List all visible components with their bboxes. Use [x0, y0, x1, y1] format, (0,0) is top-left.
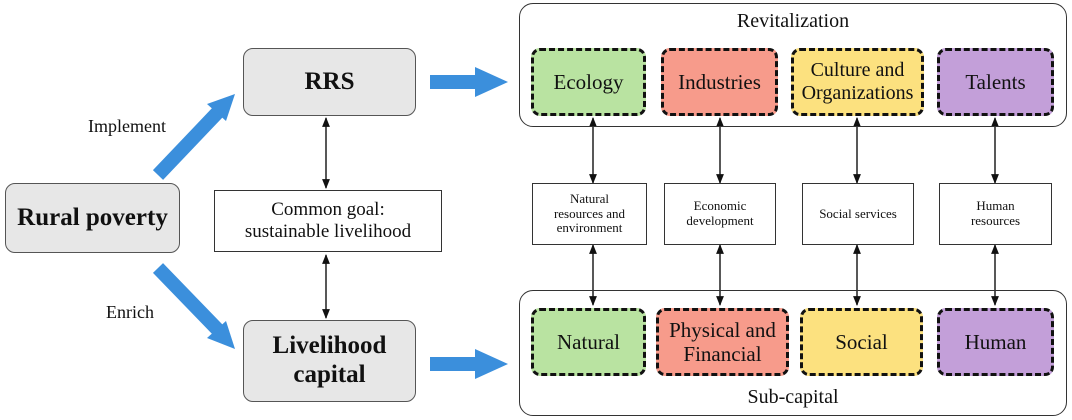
industries-label: Industries [678, 69, 761, 94]
subcapital-item-physical-financial: Physical and Financial [656, 308, 789, 376]
link-human-line1: Human [976, 198, 1015, 214]
livelihood-to-subcapital-arrow [430, 349, 508, 379]
ecology-label: Ecology [553, 69, 624, 94]
subcapital-item-social: Social [800, 308, 923, 376]
physical-label-line2: Financial [683, 342, 762, 366]
rrs-label: RRS [304, 67, 355, 95]
common-goal-box: Common goal: sustainable livelihood [214, 190, 442, 252]
revitalization-item-culture: Culture and Organizations [791, 48, 924, 116]
enrich-label: Enrich [106, 302, 154, 322]
natural-label: Natural [557, 329, 620, 354]
human-label: Human [964, 329, 1027, 354]
link-box-natural-resources: Natural resources and environment [532, 183, 647, 245]
link-social-line1: Social services [819, 205, 897, 221]
enrich-arrow [152, 263, 235, 349]
culture-label-line1: Culture and [810, 59, 905, 81]
rural-poverty-label: Rural poverty [17, 203, 168, 231]
rrs-to-revitalization-arrow [430, 67, 508, 97]
link-natural-line3: environment [556, 220, 623, 236]
common-goal-line1: Common goal: [271, 199, 385, 221]
talents-label: Talents [965, 69, 1026, 94]
livelihood-line2: capital [293, 361, 366, 388]
physical-label-line1: Physical and [669, 317, 776, 342]
subcapital-item-natural: Natural [531, 308, 646, 376]
social-label: Social [835, 329, 888, 354]
revitalization-item-industries: Industries [661, 48, 778, 116]
common-goal-line2: sustainable livelihood [244, 221, 412, 242]
revitalization-title: Revitalization [736, 10, 850, 32]
link-box-economic-development: Economic development [664, 183, 776, 245]
blue-arrows [152, 67, 508, 379]
link-natural-line2: resources and [553, 205, 626, 221]
link-economic-line2: development [686, 213, 754, 228]
rural-poverty-box: Rural poverty [5, 183, 180, 253]
link-box-human-resources: Human resources [939, 183, 1052, 245]
link-box-social-services: Social services [802, 183, 914, 245]
livelihood-capital-box: Livelihood capital [243, 320, 416, 402]
revitalization-group [519, 3, 1067, 127]
link-natural-line1: Natural [570, 190, 609, 206]
subcapital-group [519, 290, 1067, 416]
double-arrows [322, 117, 999, 319]
revitalization-item-ecology: Ecology [531, 48, 646, 116]
implement-arrow [152, 94, 235, 180]
link-economic-line1: Economic [693, 198, 747, 214]
rrs-box: RRS [243, 48, 416, 116]
culture-label-line2: Organizations [801, 82, 914, 104]
livelihood-line1: Livelihood [272, 332, 387, 360]
revitalization-item-talents: Talents [937, 48, 1054, 116]
link-human-line2: resources [970, 213, 1021, 228]
subcapital-item-human: Human [937, 308, 1054, 376]
implement-label: Implement [88, 116, 166, 136]
subcapital-title: Sub-capital [747, 386, 839, 408]
